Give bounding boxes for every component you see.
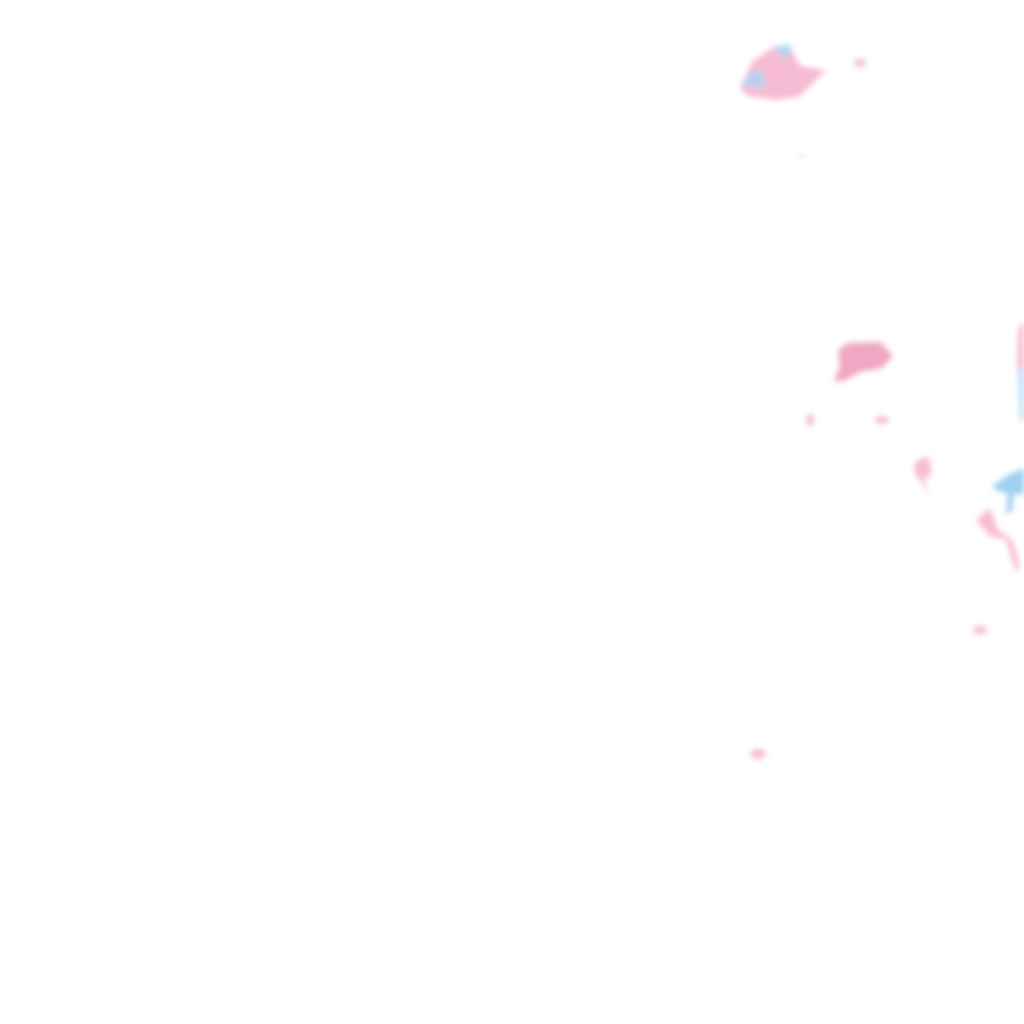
- anomaly-patch-positive: [875, 416, 889, 424]
- anomaly-patch-positive: [750, 749, 766, 759]
- anomaly-patch-negative: [800, 154, 804, 158]
- anomaly-patch-positive: [854, 59, 866, 67]
- anomaly-patch-negative: [774, 44, 792, 58]
- anomaly-patch-positive: [914, 456, 932, 496]
- anomaly-patch-negative: [742, 70, 766, 88]
- anomaly-patch-positive: [834, 342, 893, 382]
- anomaly-patch-positive: [976, 508, 1020, 572]
- anomaly-patch-negative: [1018, 368, 1024, 422]
- anomaly-patch-positive: [973, 626, 987, 634]
- anomaly-patch-negative: [992, 468, 1024, 514]
- anomaly-patch-positive: [806, 414, 814, 426]
- anomaly-patch-positive: [1017, 320, 1024, 370]
